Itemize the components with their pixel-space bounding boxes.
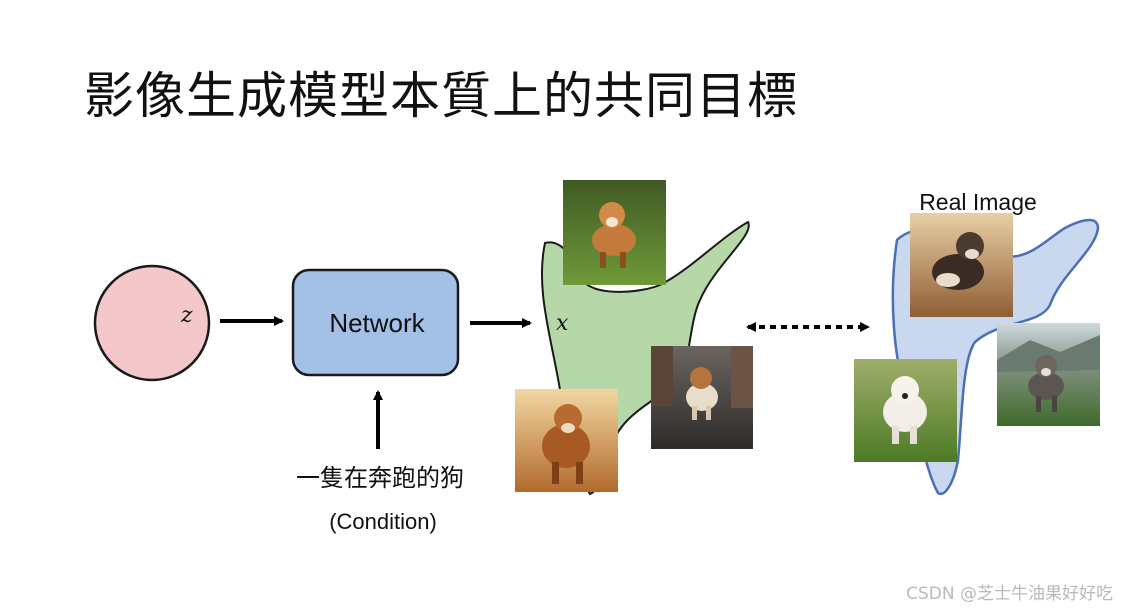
condition-note: (Condition) [329, 509, 437, 534]
network-label: Network [329, 308, 425, 338]
generated-image-2 [651, 346, 753, 449]
condition-text: 一隻在奔跑的狗 [296, 464, 464, 492]
real-image-3 [997, 323, 1100, 426]
generated-image-1 [563, 180, 666, 285]
network-box [291, 268, 460, 377]
generated-image-3 [515, 389, 618, 492]
real-image-2 [854, 359, 957, 462]
real-image-label: Real Image [919, 189, 1037, 215]
real-image-1 [910, 213, 1013, 317]
output-symbol: x [556, 311, 569, 336]
latent-circle [93, 264, 211, 382]
watermark: CSDN @芝士牛油果好好吃 [906, 584, 1113, 604]
slide-title: 影像生成模型本質上的共同目標 [84, 67, 798, 125]
latent-symbol: z [180, 303, 193, 328]
